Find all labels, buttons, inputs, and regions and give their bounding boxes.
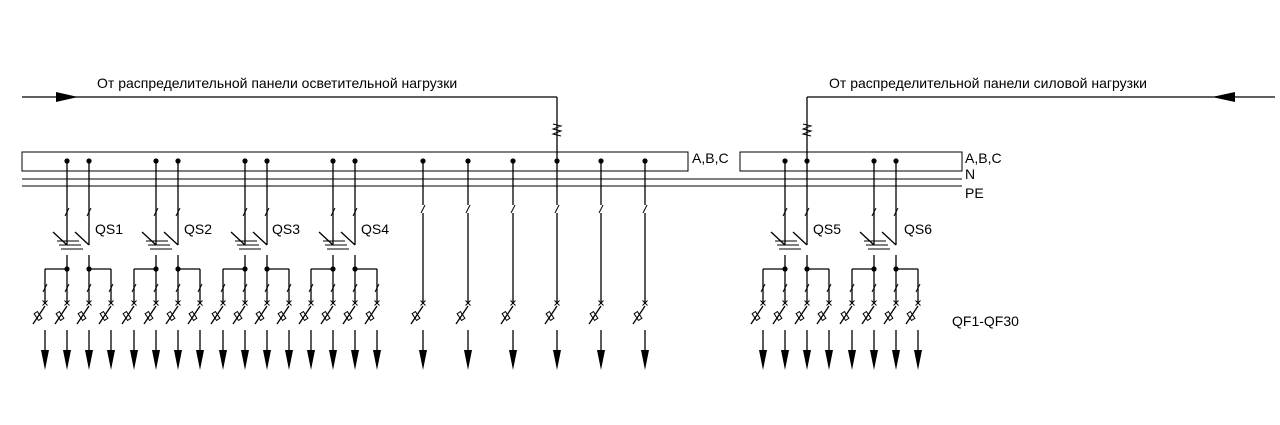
- circuit-breaker: [455, 213, 472, 370]
- output-arrow: [130, 350, 138, 370]
- circuit-breaker: [772, 269, 789, 370]
- bus-label-n: N: [965, 166, 975, 182]
- output-arrow: [307, 350, 315, 370]
- output-arrow: [329, 350, 337, 370]
- circuit-breaker: [143, 269, 160, 370]
- output-arrow: [597, 350, 605, 370]
- switch-label-qs2: QS2: [184, 221, 212, 237]
- output-arrow: [285, 350, 293, 370]
- output-arrow: [509, 350, 517, 370]
- output-arrow: [63, 350, 71, 370]
- output-arrow: [870, 350, 878, 370]
- output-arrow: [803, 350, 811, 370]
- single-feeder-6: [632, 158, 649, 370]
- circuit-breaker: [320, 269, 337, 370]
- output-arrow: [174, 350, 182, 370]
- output-arrow: [781, 350, 789, 370]
- output-arrow: [892, 350, 900, 370]
- circuit-breaker: [410, 213, 427, 370]
- single-feeder-5: [588, 158, 605, 370]
- output-arrow: [825, 350, 833, 370]
- busbar-abc-right: [739, 151, 963, 172]
- output-arrow: [464, 350, 472, 370]
- right-feed-line: [801, 92, 1275, 161]
- right-feed-caption: От распределительной панели силовой нагр…: [829, 75, 1147, 91]
- output-arrow: [85, 350, 93, 370]
- switch-group-3: [210, 158, 293, 370]
- circuit-breaker: [544, 213, 561, 370]
- single-feeders: [410, 158, 649, 370]
- output-arrow: [373, 350, 381, 370]
- circuit-breaker: [839, 269, 856, 370]
- output-arrow: [419, 350, 427, 370]
- output-arrow: [107, 350, 115, 370]
- left-feed-caption: От распределительной панели осветительно…: [97, 75, 457, 91]
- switch-group-4: [298, 158, 381, 370]
- circuit-breaker: [298, 269, 315, 370]
- circuit-breaker: [121, 269, 138, 370]
- output-arrow: [219, 350, 227, 370]
- single-feeder-3: [500, 158, 517, 370]
- single-feeder-2: [455, 158, 472, 370]
- single-feeder-1: [410, 158, 427, 370]
- switch-groups: [32, 158, 922, 370]
- output-arrow: [641, 350, 649, 370]
- circuit-breaker: [276, 269, 293, 370]
- circuit-breaker: [632, 213, 649, 370]
- bus-label-abc-right: A,B,C: [965, 150, 1002, 166]
- switch-label-qs1: QS1: [95, 221, 123, 237]
- switch-group-1: [32, 158, 115, 370]
- circuit-breaker: [816, 269, 833, 370]
- circuit-breaker: [342, 269, 359, 370]
- output-arrow: [152, 350, 160, 370]
- circuit-breaker: [32, 269, 49, 370]
- circuit-breaker: [905, 269, 922, 370]
- circuit-breaker: [187, 269, 204, 370]
- output-arrow: [196, 350, 204, 370]
- circuit-breaker: [883, 269, 900, 370]
- output-arrow: [241, 350, 249, 370]
- switch-label-qs6: QS6: [904, 221, 932, 237]
- circuit-breaker: [54, 269, 71, 370]
- left-feed-line: [22, 92, 563, 161]
- circuit-breaker: [165, 269, 182, 370]
- circuit-breaker: [98, 269, 115, 370]
- circuit-breaker: [364, 269, 381, 370]
- circuit-breaker: [232, 269, 249, 370]
- circuit-breaker: [76, 269, 93, 370]
- single-feeder-4: [544, 158, 561, 370]
- output-arrow: [759, 350, 767, 370]
- bus-label-pe: PE: [965, 185, 984, 201]
- bus-label-abc-left: A,B,C: [692, 150, 729, 166]
- output-arrow: [41, 350, 49, 370]
- circuit-breaker: [588, 213, 605, 370]
- switch-group-5: [750, 158, 833, 370]
- switch-group-6: [839, 158, 922, 370]
- switch-label-qs5: QS5: [813, 221, 841, 237]
- switch-label-qs4: QS4: [361, 221, 389, 237]
- output-arrow: [914, 350, 922, 370]
- breakers-label: QF1-QF30: [952, 313, 1019, 329]
- output-arrow: [553, 350, 561, 370]
- switch-group-2: [121, 158, 204, 370]
- circuit-breaker: [750, 269, 767, 370]
- output-arrow: [848, 350, 856, 370]
- circuit-breaker: [794, 269, 811, 370]
- circuit-breaker: [210, 269, 227, 370]
- circuit-breaker: [254, 269, 271, 370]
- circuit-breaker: [500, 213, 517, 370]
- output-arrow: [263, 350, 271, 370]
- switch-label-qs3: QS3: [272, 221, 300, 237]
- circuit-breaker: [861, 269, 878, 370]
- output-arrow: [351, 350, 359, 370]
